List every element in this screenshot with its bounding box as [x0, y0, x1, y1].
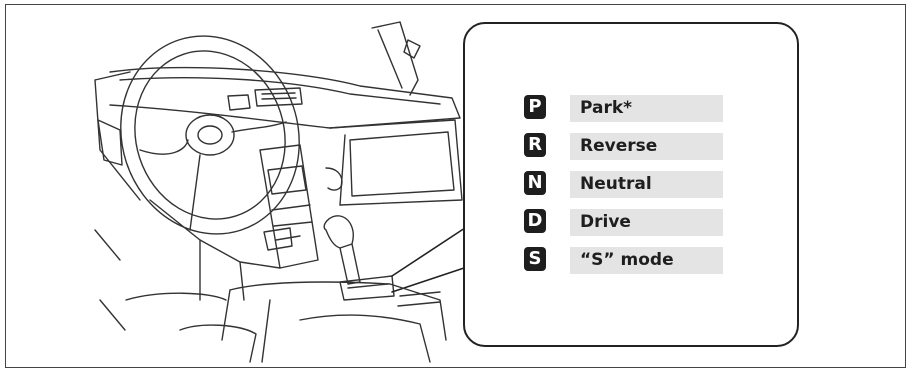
gear-label: Drive	[570, 209, 723, 236]
gear-letter-badge: N	[524, 171, 546, 195]
callout-pointer	[392, 226, 470, 292]
gear-label: “S” mode	[570, 247, 723, 274]
car-interior-illustration	[6, 5, 476, 365]
shift-lever	[324, 216, 360, 284]
steering-wheel	[95, 13, 324, 258]
glovebox	[350, 132, 454, 196]
gear-label: Reverse	[570, 133, 723, 160]
gear-label: Park*	[570, 95, 723, 122]
gear-letter-badge: D	[524, 209, 546, 233]
gear-label: Neutral	[570, 171, 723, 198]
gear-letter-badge: P	[524, 95, 546, 119]
gear-letter-badge: S	[524, 247, 546, 271]
gear-letter-badge: R	[524, 133, 546, 157]
